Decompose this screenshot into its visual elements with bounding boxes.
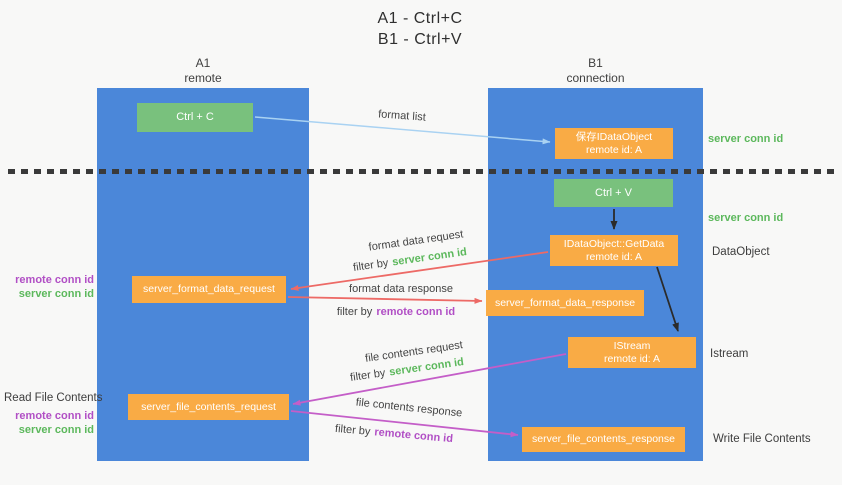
node-save-idataobject: 保存IDataObject remote id: A	[555, 128, 673, 159]
label-format-data-response: format data response	[349, 283, 453, 295]
filter-by-text: filter by	[334, 422, 371, 438]
label-format-list: format list	[378, 108, 426, 123]
label-file-contents-response: file contents response	[355, 396, 463, 419]
node-idataobject-getdata-line1: IDataObject::GetData	[563, 237, 665, 250]
dashed-divider	[8, 169, 836, 174]
lane-b1-header: B1 connection	[488, 56, 703, 86]
label-format-list-text: format list	[377, 108, 427, 124]
remote-conn-id-text: remote conn id	[376, 306, 456, 318]
diagram-title: A1 - Ctrl+C B1 - Ctrl+V	[300, 8, 540, 50]
side-label-dataobject: DataObject	[712, 245, 770, 259]
node-idataobject-getdata-line2: remote id: A	[585, 250, 643, 263]
istream-text: Istream	[710, 348, 749, 360]
arrow-format-data-response	[287, 296, 483, 304]
title-line-1: A1 - Ctrl+C	[377, 10, 463, 27]
lane-a1-name: A1	[195, 56, 211, 70]
node-server-file-contents-request: server_file_contents_request	[128, 394, 289, 420]
server-conn-id-label: server conn id	[18, 288, 94, 300]
node-istream-line1: IStream	[613, 339, 651, 352]
remote-conn-id-label: remote conn id	[15, 274, 94, 286]
node-server-file-contents-response-label: server_file_contents_response	[531, 433, 675, 445]
node-server-format-data-request: server_format_data_request	[132, 276, 286, 303]
node-server-file-contents-response: server_file_contents_response	[522, 427, 685, 452]
lane-a1-sub: remote	[184, 71, 222, 85]
node-save-idataobject-line1: 保存IDataObject	[575, 130, 653, 143]
lane-a1-header: A1 remote	[97, 56, 309, 86]
label-format-data-response-text: format data response	[349, 283, 453, 295]
server-conn-id-text: server conn id	[708, 133, 784, 145]
read-file-contents-label: Read File Contents	[4, 392, 103, 404]
node-server-format-data-response: server_format_data_response	[486, 290, 644, 316]
filter-by-text: filter by	[349, 367, 387, 384]
server-conn-id-label: server conn id	[18, 424, 94, 436]
node-server-file-contents-request-label: server_file_contents_request	[141, 400, 276, 413]
lane-b1-sub: connection	[566, 71, 625, 85]
node-idataobject-getdata: IDataObject::GetData remote id: A	[550, 235, 678, 266]
node-istream: IStream remote id: A	[568, 337, 696, 368]
write-file-contents-text: Write File Contents	[713, 433, 811, 445]
node-server-format-data-response-label: server_format_data_response	[494, 296, 636, 309]
left-label-block-format: remote conn id server conn id	[4, 273, 94, 301]
side-label-istream: Istream	[710, 347, 748, 361]
remote-conn-id-label: remote conn id	[15, 410, 94, 422]
server-conn-id-text: server conn id	[708, 212, 784, 224]
node-ctrl-v: Ctrl + V	[554, 179, 673, 207]
node-istream-line2: remote id: A	[603, 352, 661, 365]
node-save-idataobject-line2: remote id: A	[585, 143, 643, 156]
dataobject-text: DataObject	[712, 246, 770, 258]
side-label-write-file-contents: Write File Contents	[713, 432, 811, 446]
remote-conn-id-text: remote conn id	[373, 426, 454, 446]
node-ctrl-c: Ctrl + C	[137, 103, 253, 132]
left-label-block-file: Read File Contents remote conn id server…	[4, 391, 103, 437]
node-server-format-data-request-label: server_format_data_request	[143, 283, 275, 295]
title-line-2: B1 - Ctrl+V	[377, 31, 463, 48]
node-ctrl-v-label: Ctrl + V	[595, 186, 632, 199]
filter-by-text: filter by	[352, 257, 390, 274]
lane-b1-name: B1	[588, 56, 603, 70]
server-conn-id-text: server conn id	[391, 246, 468, 269]
side-label-server-conn-id-1: server conn id	[708, 132, 783, 146]
filter-by-text: filter by	[336, 306, 373, 318]
label-file-contents-response-text: file contents response	[355, 396, 463, 420]
side-label-server-conn-id-2: server conn id	[708, 211, 783, 225]
node-ctrl-c-label: Ctrl + C	[176, 111, 214, 123]
